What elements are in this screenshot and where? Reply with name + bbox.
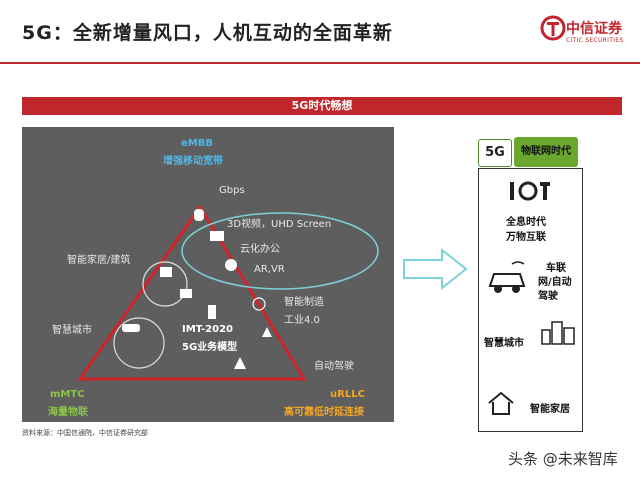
mmtc-title: mMTC (50, 389, 85, 400)
service-triangle (77, 204, 307, 381)
home-device-icon (160, 267, 172, 277)
label-car-1: 车联 (546, 263, 566, 274)
urllc-title: uRLLC (330, 389, 365, 400)
iot-scenarios-box (478, 168, 583, 432)
center-line-1: IMT-2020 (182, 324, 234, 335)
label-smart-home-right: 智能家居 (530, 404, 570, 415)
vr-icon (225, 259, 237, 271)
section-banner: 5G时代畅想 (22, 97, 622, 115)
phone-icon (208, 305, 216, 319)
label-smart-city-right: 智慧城市 (484, 338, 524, 349)
plane-icon (234, 357, 246, 369)
triangle-diagram (77, 204, 379, 381)
diagram-panel: eMBB 增强移动宽带 Gbps 3D视频，UHD Screen 云化办公 AR… (22, 127, 394, 422)
iot-circle (142, 261, 188, 307)
city-buildings-icon (541, 321, 575, 345)
smart-home-icon (488, 391, 514, 415)
tv-icon (210, 231, 224, 241)
embb-title: eMBB (181, 138, 213, 149)
citic-logo-icon (540, 15, 566, 41)
tag-iot-era: 物联网时代 (514, 137, 578, 167)
globe-icon (252, 297, 266, 311)
label-smart-mfg: 智能制造 (284, 297, 324, 308)
label-smart-home-building: 智能家居/建筑 (67, 255, 131, 266)
camera-icon (180, 289, 192, 298)
page-title: 5G：全新增量风口，人机互动的全面革新 (22, 22, 393, 44)
mmtc-subtitle: 海量物联 (48, 407, 88, 418)
urllc-subtitle: 高可靠低时延连接 (284, 407, 364, 418)
db-icon (194, 209, 204, 221)
label-auto-drive: 自动驾驶 (314, 361, 354, 372)
watermark: 头条 @未来智库 (508, 450, 618, 468)
drone-icon (262, 327, 272, 337)
city-circle (113, 317, 165, 369)
embb-subtitle: 增强移动宽带 (163, 156, 223, 167)
embb-ellipse (181, 212, 379, 290)
tag-5g: 5G (478, 139, 512, 167)
label-car-2: 网/自动 (538, 277, 572, 288)
label-smart-city: 智慧城市 (52, 325, 92, 336)
right-arrow-icon (403, 248, 468, 290)
label-everything-connected: 万物互联 (506, 232, 546, 243)
label-cloud-office: 云化办公 (240, 244, 280, 255)
center-line-2: 5G业务模型 (182, 342, 238, 353)
logo-text-cn: 中信证券 (566, 21, 622, 37)
source-note: 资料来源：中国信通院，中信证券研究部 (22, 429, 148, 437)
logo-text-en: CITIC SECURITIES (566, 37, 624, 44)
connected-car-icon (488, 261, 526, 293)
label-3d-video: 3D视频，UHD Screen (227, 219, 332, 230)
header-divider (0, 62, 640, 64)
label-gbps: Gbps (219, 185, 245, 196)
label-ar-vr: AR,VR (254, 264, 285, 275)
label-car-3: 驾驶 (538, 291, 558, 302)
label-holographic-era: 全息时代 (506, 217, 546, 228)
iot-logo-icon (510, 181, 550, 201)
car-icon (122, 324, 140, 332)
label-industry40: 工业4.0 (284, 315, 320, 326)
